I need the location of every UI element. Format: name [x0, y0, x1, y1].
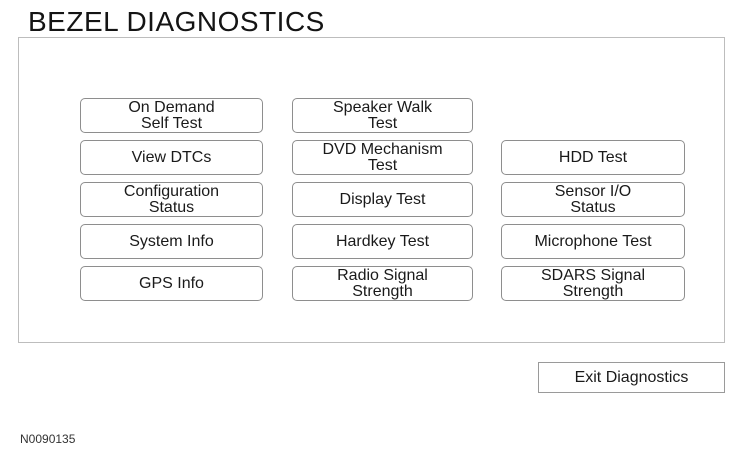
gps-info-button[interactable]: GPS Info [80, 266, 263, 301]
button-column-1: On Demand Self Test View DTCs Configurat… [80, 98, 263, 308]
speaker-walk-test-button[interactable]: Speaker Walk Test [292, 98, 473, 133]
page-title: BEZEL DIAGNOSTICS [28, 6, 325, 37]
dvd-mechanism-test-button[interactable]: DVD Mechanism Test [292, 140, 473, 175]
button-column-2: Speaker Walk Test DVD Mechanism Test Dis… [292, 98, 473, 308]
display-test-button[interactable]: Display Test [292, 182, 473, 217]
hardkey-test-button[interactable]: Hardkey Test [292, 224, 473, 259]
hdd-test-button[interactable]: HDD Test [501, 140, 685, 175]
on-demand-self-test-button[interactable]: On Demand Self Test [80, 98, 263, 133]
configuration-status-button[interactable]: Configuration Status [80, 182, 263, 217]
microphone-test-button[interactable]: Microphone Test [501, 224, 685, 259]
figure-number-label: N0090135 [20, 432, 76, 446]
sdars-signal-strength-button[interactable]: SDARS Signal Strength [501, 266, 685, 301]
button-column-3: HDD Test Sensor I/O Status Microphone Te… [501, 140, 685, 308]
exit-diagnostics-button[interactable]: Exit Diagnostics [538, 362, 725, 393]
sensor-io-status-button[interactable]: Sensor I/O Status [501, 182, 685, 217]
view-dtcs-button[interactable]: View DTCs [80, 140, 263, 175]
system-info-button[interactable]: System Info [80, 224, 263, 259]
radio-signal-strength-button[interactable]: Radio Signal Strength [292, 266, 473, 301]
